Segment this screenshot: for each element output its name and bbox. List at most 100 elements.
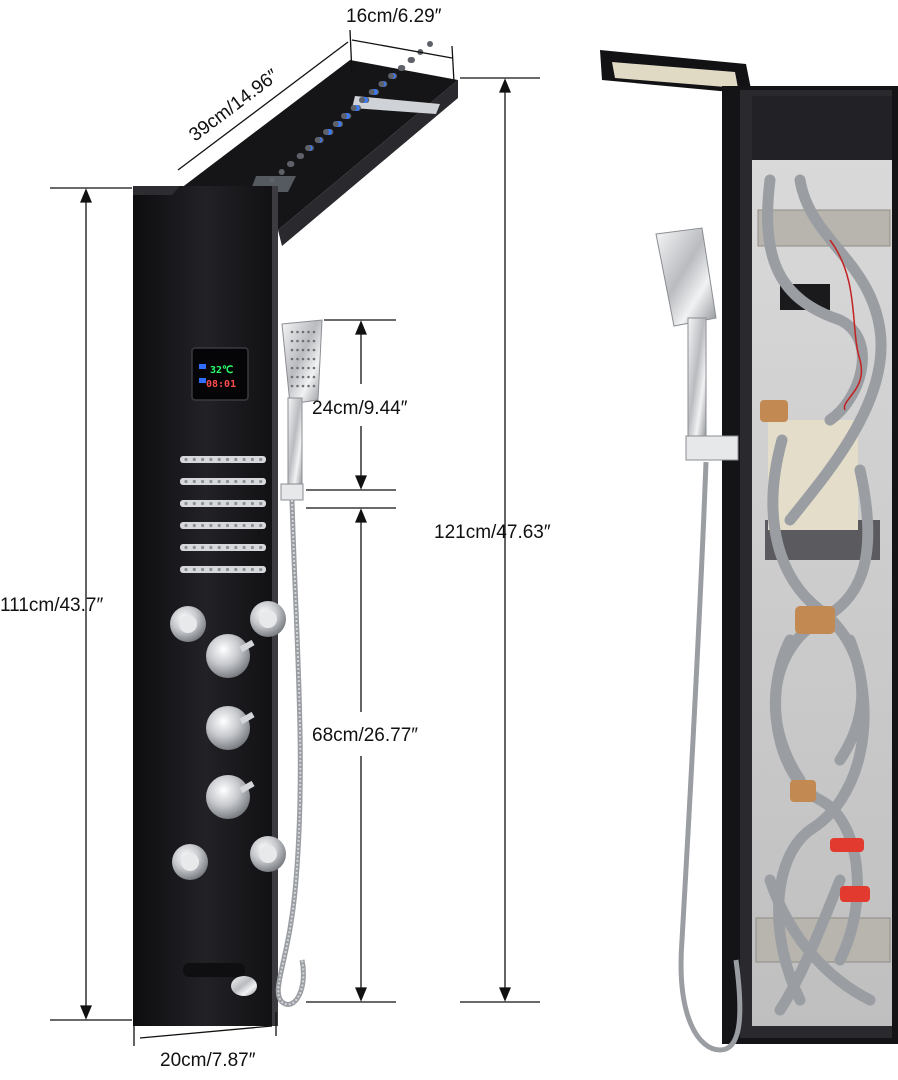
jet-hole	[217, 545, 221, 550]
jet-hole	[201, 523, 205, 528]
jet-hole	[242, 567, 246, 572]
jet-hole	[209, 523, 213, 528]
led-nozzle-grid	[269, 41, 433, 183]
rain-nozzle	[305, 145, 311, 151]
jet-hole	[259, 457, 263, 462]
handheld-nozzle	[307, 339, 310, 343]
handheld-nozzle	[307, 366, 310, 370]
jet-hole	[259, 501, 263, 506]
rear-view-panel	[600, 50, 898, 1053]
jet-hole	[201, 545, 205, 550]
body-jet-slot	[180, 478, 266, 485]
jet-hole	[217, 567, 221, 572]
rain-nozzle	[296, 153, 303, 159]
jet-hole	[225, 479, 230, 484]
jet-hole	[217, 501, 221, 506]
handheld-nozzle	[296, 330, 299, 334]
jet-hole	[209, 457, 213, 462]
jet-knob-bottom-left	[172, 844, 208, 880]
jet-hole	[192, 501, 196, 506]
handheld-nozzle	[290, 339, 294, 343]
rear-shower-hose	[678, 461, 743, 1053]
handheld-nozzle	[307, 348, 310, 352]
rain-nozzle	[368, 89, 375, 95]
jet-hole	[184, 457, 188, 462]
dim-panel-height-label: 111cm/43.7″	[0, 595, 103, 616]
jet-hole	[184, 479, 188, 484]
jet-hole	[234, 479, 238, 484]
display-temperature: 32℃	[210, 365, 233, 376]
handheld-nozzle	[312, 357, 316, 361]
jet-hole	[184, 545, 188, 550]
handheld-nozzle	[301, 357, 305, 361]
handheld-nozzle	[301, 348, 305, 352]
jet-hole	[225, 523, 230, 528]
rain-nozzle	[287, 161, 293, 167]
dim-head-depth-label: 16cm/6.29″	[346, 6, 442, 27]
jet-hole	[209, 567, 213, 572]
valve-handle-2	[206, 706, 255, 750]
handheld-shower	[280, 319, 323, 501]
jet-hole	[225, 501, 230, 506]
jet-hole	[184, 567, 188, 572]
jet-hole	[234, 545, 238, 550]
jet-hole	[242, 545, 246, 550]
digital-temperature-display: 32℃ 08:01	[191, 347, 249, 401]
rain-nozzle	[359, 97, 365, 103]
handheld-nozzle	[307, 330, 310, 334]
rain-nozzle	[407, 57, 414, 63]
jet-hole	[192, 523, 196, 528]
handheld-nozzle	[301, 375, 305, 379]
jet-hole	[201, 457, 205, 462]
jet-hole	[250, 479, 254, 484]
front-view-panel: 32℃ 08:01	[133, 41, 458, 1026]
rear-handheld-shower	[655, 227, 739, 461]
jet-hole	[250, 523, 254, 528]
tub-spout	[183, 963, 257, 996]
jet-hole	[209, 545, 213, 550]
body-jet-slot	[180, 456, 266, 463]
jet-hole	[234, 567, 238, 572]
rain-nozzle	[278, 169, 285, 175]
jet-hole	[242, 457, 246, 462]
handheld-nozzle	[307, 375, 310, 379]
jet-hole	[242, 501, 246, 506]
rain-nozzle	[378, 81, 385, 87]
brass-fittings	[760, 400, 835, 802]
jet-hole	[225, 545, 230, 550]
handheld-nozzle	[290, 330, 294, 334]
jet-hole	[192, 545, 196, 550]
body-jets	[180, 456, 266, 573]
dim-panel-width-label: 20cm/7.87″	[160, 1050, 256, 1071]
handheld-nozzle	[296, 375, 299, 379]
jet-hole	[250, 567, 254, 572]
jet-hole	[192, 567, 196, 572]
jet-hole	[184, 523, 188, 528]
body-jet-slot	[180, 544, 266, 551]
handheld-nozzle	[307, 357, 310, 361]
jet-knob-top-left	[170, 606, 206, 642]
handheld-nozzle	[290, 357, 294, 361]
rain-nozzle	[350, 105, 357, 111]
jet-knob-top-right	[250, 601, 286, 637]
body-jet-slot	[180, 522, 266, 529]
handheld-nozzle	[296, 348, 299, 352]
panel-body	[133, 186, 277, 1026]
rain-nozzle	[427, 41, 433, 47]
jet-hole	[192, 457, 196, 462]
handheld-nozzle	[296, 339, 299, 343]
handheld-nozzle	[301, 366, 305, 370]
jet-hole	[234, 457, 238, 462]
handheld-nozzle	[301, 330, 305, 334]
control-knobs	[170, 601, 286, 880]
rain-nozzle	[341, 113, 347, 119]
jet-hole	[201, 479, 205, 484]
jet-hole	[250, 545, 254, 550]
handheld-nozzle	[290, 366, 294, 370]
jet-hole	[217, 479, 221, 484]
rain-nozzle	[397, 65, 404, 71]
jet-hole	[209, 479, 213, 484]
jet-hole	[259, 545, 263, 550]
handheld-nozzle	[290, 384, 294, 388]
